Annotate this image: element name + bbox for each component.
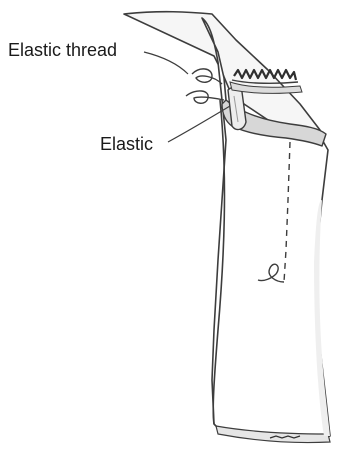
elastic-label: Elastic bbox=[100, 134, 153, 154]
elastic-thread-label: Elastic thread bbox=[8, 40, 117, 60]
elastic-thread-loop-lower bbox=[186, 91, 224, 103]
elastic-thread-loop-upper bbox=[192, 69, 222, 84]
elastic-thread-leader-line bbox=[144, 52, 188, 74]
elastic-leader-line bbox=[168, 106, 230, 142]
